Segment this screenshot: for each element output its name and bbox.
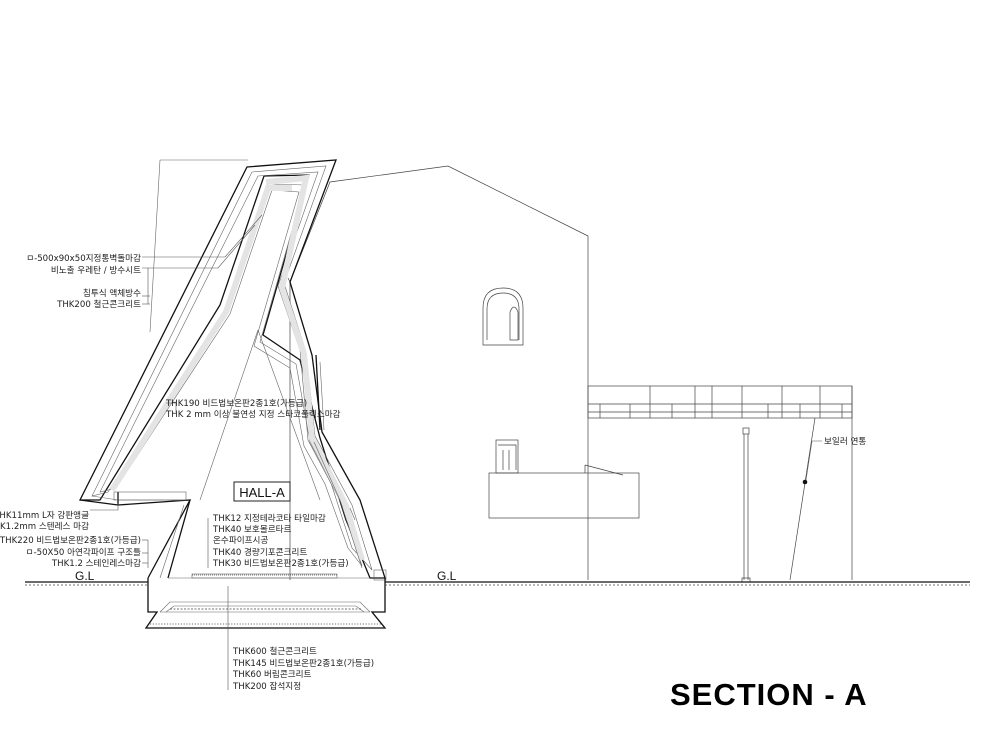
callout-base-wall-1: THK220 비드법보온판2종1호(가등급) xyxy=(0,535,141,546)
callout-floor-1: THK12 지정테라코타 타일마감 xyxy=(212,512,326,524)
callout-floor-2: THK40 보호몰르타르 xyxy=(212,524,292,535)
leader-lines xyxy=(90,214,822,690)
callout-roof-1: ㅁ-500x90x50지정통벽돌마감 xyxy=(26,252,141,264)
background-building xyxy=(287,165,853,583)
callout-foundation-3: THK60 버림콘크리트 xyxy=(232,668,312,680)
callout-sill: THK11mm L자 강판앵글 THK1.2mm 스텐레스 마감 xyxy=(0,510,89,532)
callout-roof-3: 침투식 액체방수 xyxy=(83,287,141,299)
callout-foundation-2: THK145 비드법보온판2종1호(가등급) xyxy=(232,658,374,669)
callout-floor: THK12 지정테라코타 타일마감 THK40 보호몰르타르 온수파이프시공 T… xyxy=(212,512,349,569)
callout-floor-5: THK30 비드법보온판2종1호(가등급) xyxy=(212,558,349,569)
callout-inner-wall-1: THK190 비드법보온판2종1호(가등급) xyxy=(165,398,307,409)
callout-sill-2: THK1.2mm 스텐레스 마감 xyxy=(0,520,89,532)
callout-foundation: THK600 철근콘크리트 THK145 비드법보온판2종1호(가등급) THK… xyxy=(232,646,374,692)
callout-floor-4: THK40 경량기포콘크리트 xyxy=(212,546,307,558)
callout-base-wall-3: THK1.2 스테인레스마감 xyxy=(51,557,141,569)
leader-dot xyxy=(802,479,808,485)
callout-base-wall: THK220 비드법보온판2종1호(가등급) ㅁ-50X50 아연각파이프 구조… xyxy=(0,535,141,569)
tower-section xyxy=(78,159,387,629)
ground-label-right: G.L xyxy=(437,569,457,583)
room-tag: HALL-A xyxy=(233,481,291,502)
callout-base-wall-2: ㅁ-50X50 아연각파이프 구조틀 xyxy=(26,546,141,558)
callout-roof-2: 비노출 우레탄 / 방수시트 xyxy=(51,265,141,276)
callout-sill-1: THK11mm L자 강판앵글 xyxy=(0,510,89,521)
ground-label-left: G.L xyxy=(75,569,95,583)
callout-foundation-4: THK200 잡석지정 xyxy=(232,680,301,692)
callout-inner-wall-2: THK 2 mm 이상 불연성 지정 스타코플렉스마감 xyxy=(165,408,341,420)
callout-inner-wall: THK190 비드법보온판2종1호(가등급) THK 2 mm 이상 불연성 지… xyxy=(165,398,341,420)
callout-foundation-1: THK600 철근콘크리트 xyxy=(232,646,317,657)
ground-line xyxy=(25,581,970,586)
callout-roof: ㅁ-500x90x50지정통벽돌마감 비노출 우레탄 / 방수시트 침투식 액체… xyxy=(26,252,141,310)
callout-roof-4: THK200 철근콘크리트 xyxy=(56,299,141,310)
drawing-title: SECTION - A xyxy=(670,677,868,712)
callout-chimney: 보일러 연통 xyxy=(824,436,866,447)
room-label: HALL-A xyxy=(239,485,285,500)
callout-floor-3: 온수파이프시공 xyxy=(213,535,268,546)
